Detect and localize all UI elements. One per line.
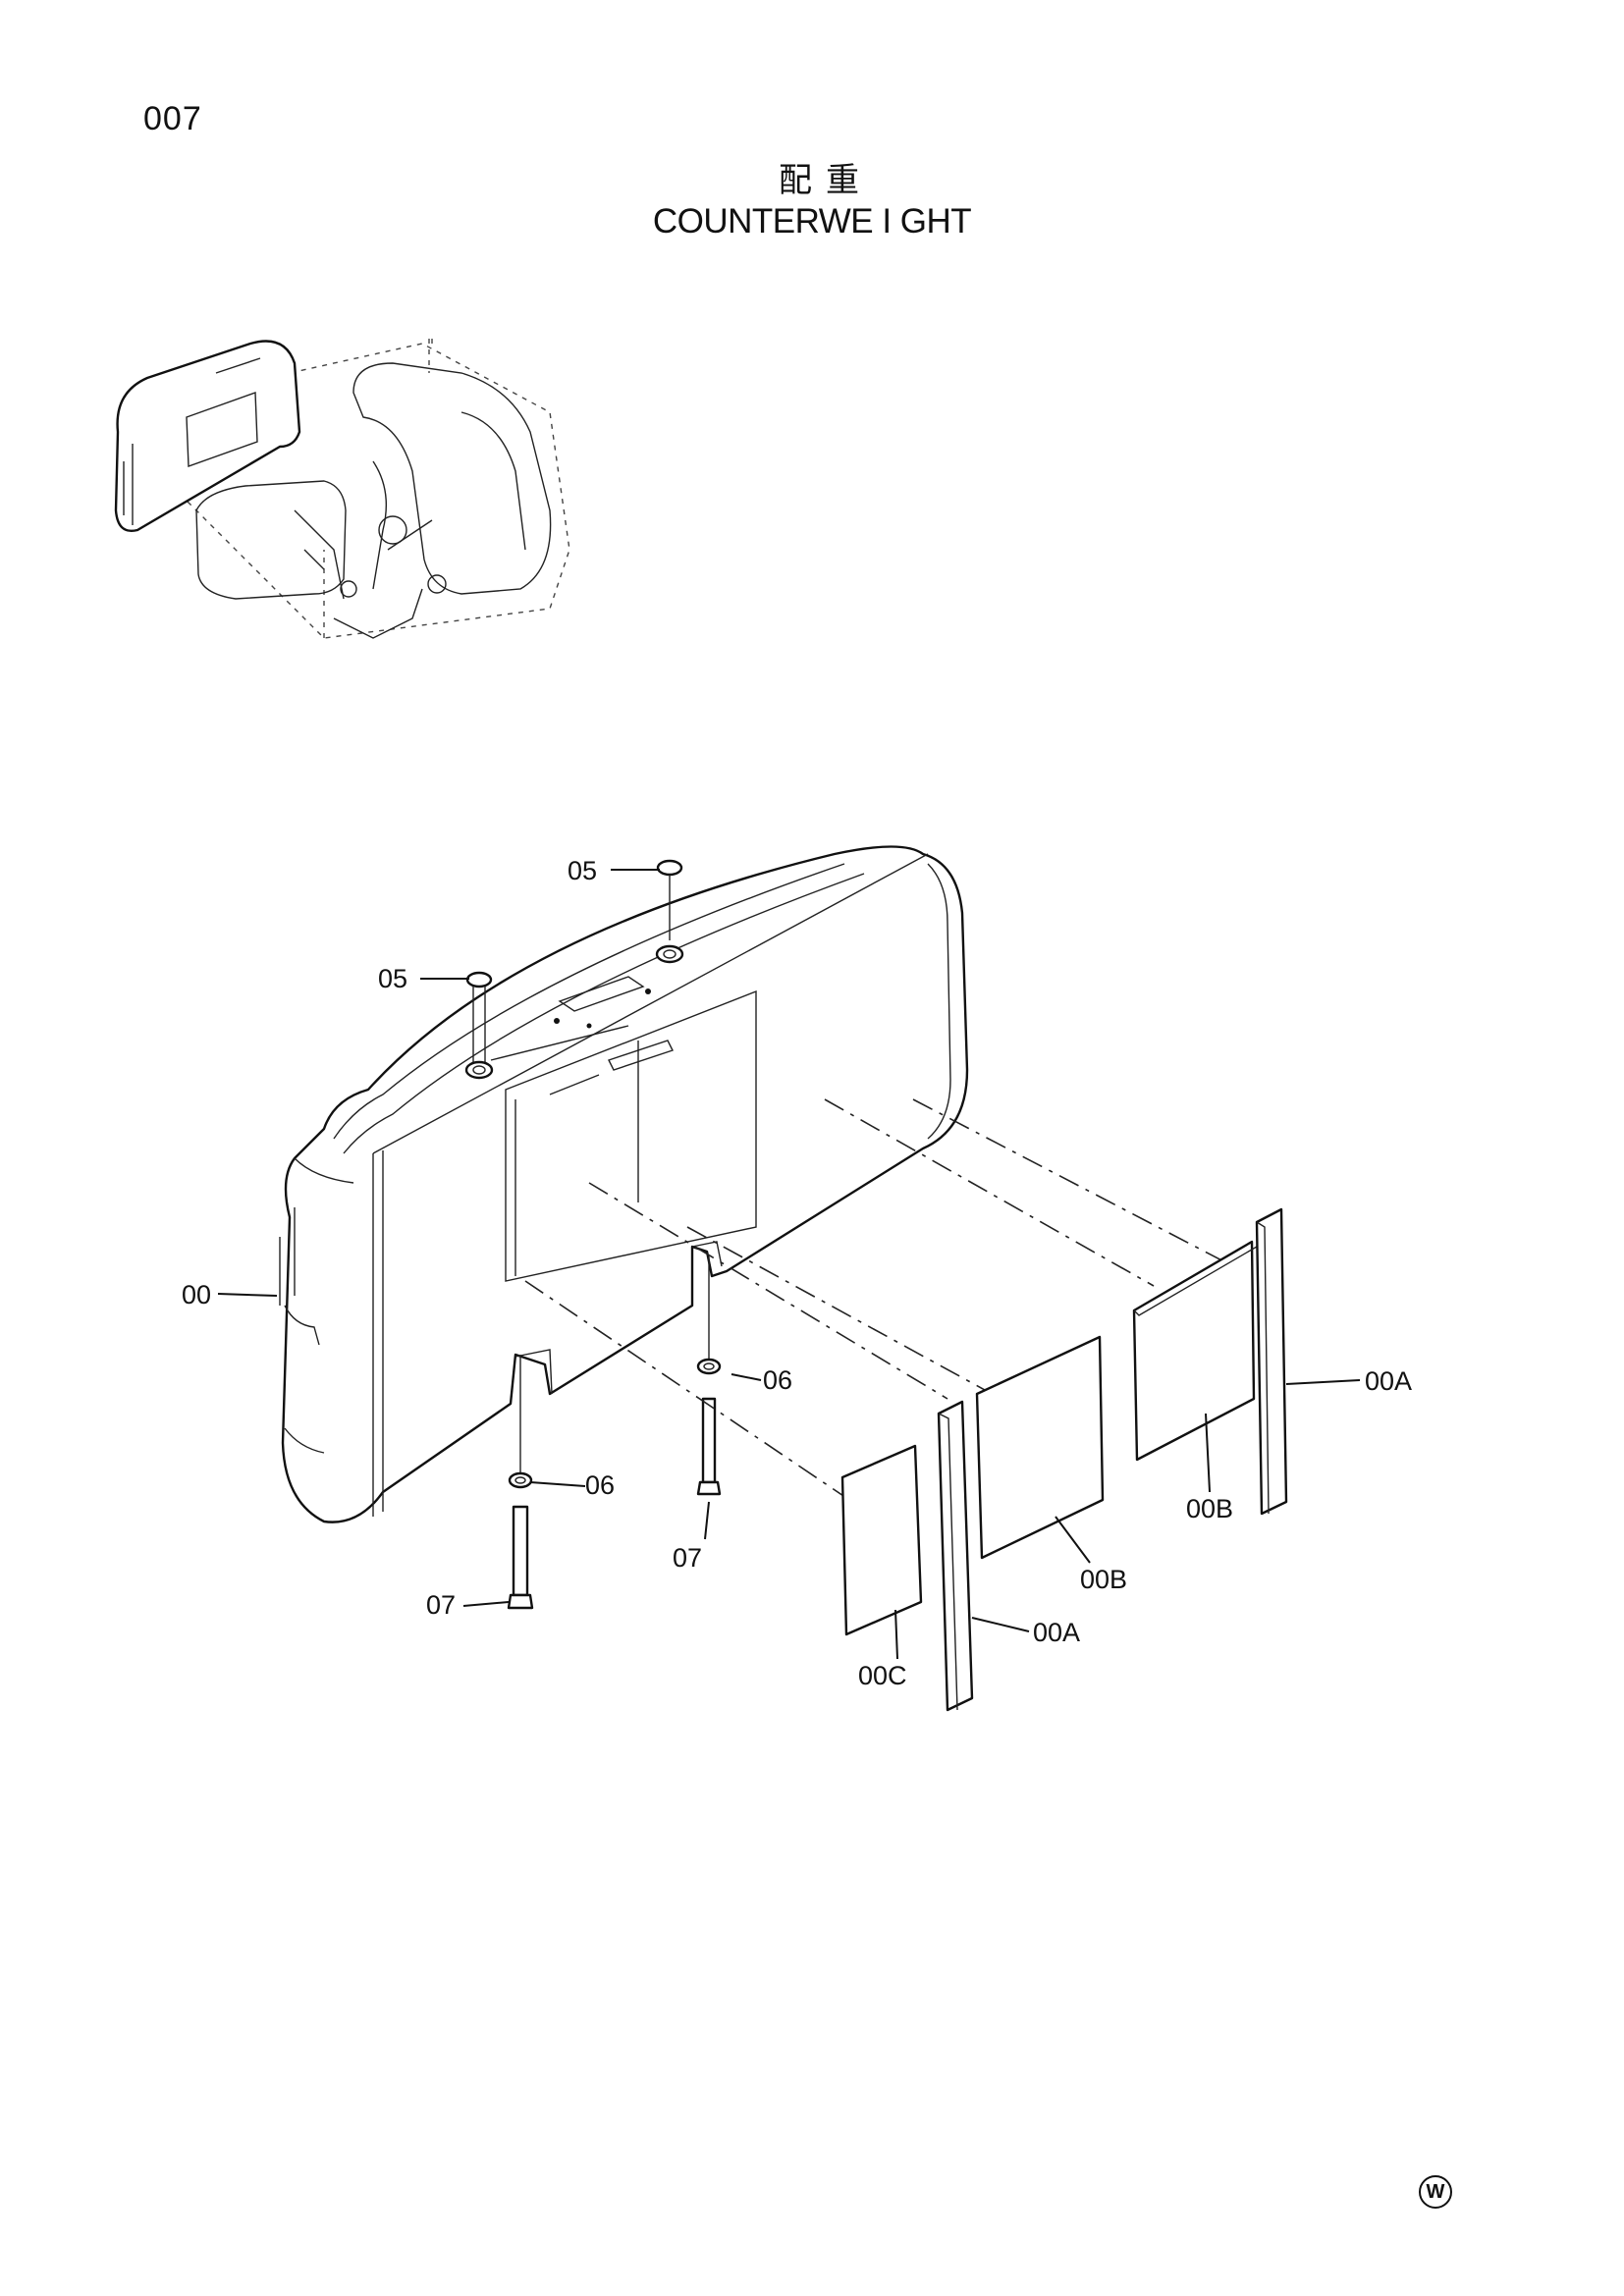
bolt-left (507, 1355, 534, 1610)
assembly-line-2 (588, 1182, 948, 1400)
publisher-mark-icon: W (1419, 2175, 1452, 2209)
callout-06-right: 06 (763, 1365, 792, 1395)
plate-00B-right (1132, 1240, 1258, 1462)
callout-00: 00 (182, 1280, 211, 1309)
page-title: COUNTERWE I GHT (652, 202, 972, 240)
bar-00A-mid (937, 1400, 974, 1712)
page-number: 007 (143, 100, 202, 137)
callout-00A-mid: 00A (1033, 1618, 1080, 1647)
callout-00B-mid: 00B (1080, 1565, 1127, 1594)
counterweight-main (279, 845, 969, 1523)
lifting-eye-bolt-right (655, 859, 684, 964)
title-japanese: 配重 (779, 161, 873, 200)
callout-05-upper: 05 (568, 856, 597, 885)
plate-00C (840, 1444, 923, 1636)
callout-00B-right: 00B (1186, 1494, 1233, 1523)
assembly-line-4 (912, 1098, 1253, 1277)
callout-06-left: 06 (585, 1470, 615, 1500)
bolt-right (696, 1256, 722, 1496)
plate-00B-mid (975, 1335, 1105, 1560)
location-inset-illustration (114, 336, 570, 639)
callout-05-lower: 05 (378, 964, 407, 993)
assembly-line-3 (824, 1098, 1155, 1287)
bar-00A-right (1255, 1207, 1288, 1516)
callout-07-right: 07 (673, 1543, 702, 1573)
callout-00C: 00C (858, 1661, 907, 1690)
lifting-eye-bolt-left (464, 971, 494, 1080)
callout-07-left: 07 (426, 1590, 456, 1620)
assembly-line-1 (524, 1280, 853, 1503)
callout-00A-right: 00A (1365, 1366, 1412, 1396)
